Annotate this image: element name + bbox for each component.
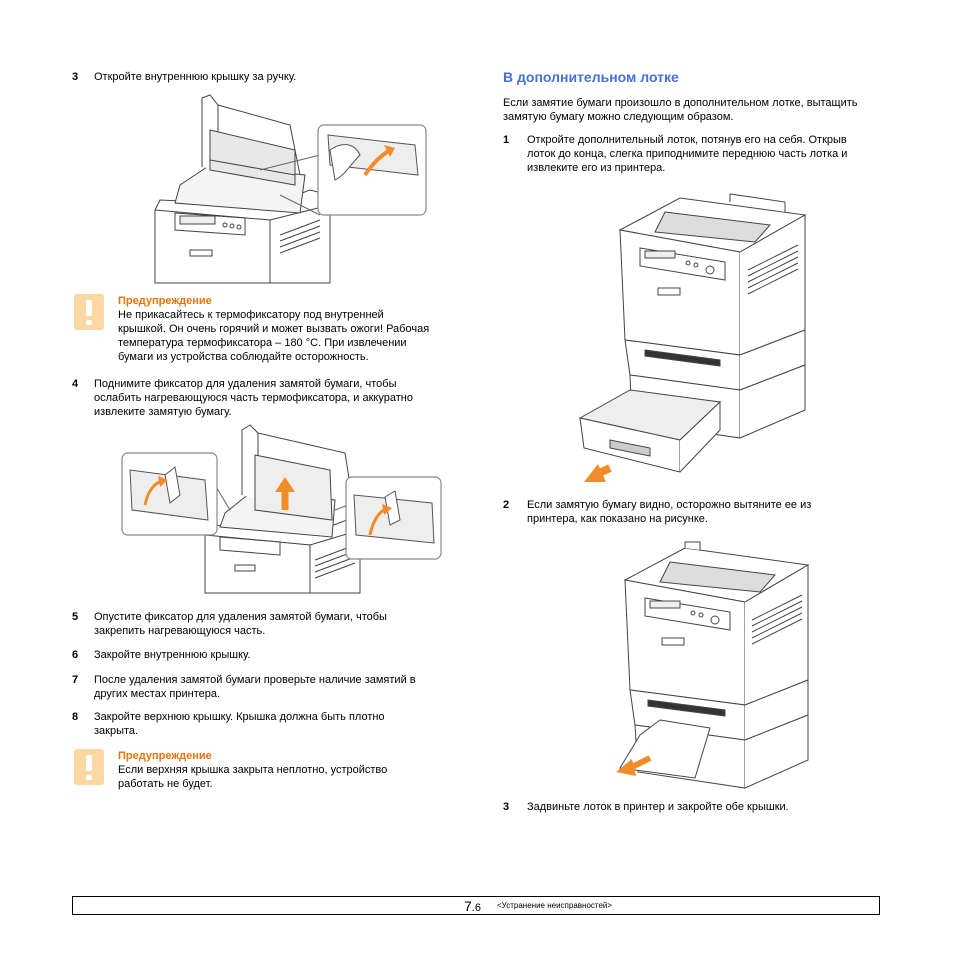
page-footer: 7.6 <Устранение неисправностей> xyxy=(72,896,880,915)
step-text: Закройте внутреннюю крышку. xyxy=(94,649,251,661)
step-text: Откройте дополнительный лоток, потянув е… xyxy=(527,133,847,175)
warning-line: бумаги из устройства соблюдайте осторожн… xyxy=(118,351,369,363)
intro-line: Если замятие бумаги произошло в дополнит… xyxy=(503,97,858,109)
step-line: ослабить нагревающуюся часть термофиксат… xyxy=(94,392,413,404)
warning-line: Если верхняя крышка закрыта неплотно, ус… xyxy=(118,764,388,776)
page-number-major: 7 xyxy=(464,898,472,914)
step-text: После удаления замятой бумаги проверьте … xyxy=(94,673,416,701)
section-heading: В дополнительном лотке xyxy=(503,69,679,85)
step-line: Если замятую бумагу видно, осторожно выт… xyxy=(527,499,812,511)
warning-line: температура термофиксатора – 180 °C. При… xyxy=(118,337,407,349)
step-number: 7 xyxy=(72,674,79,686)
step-number: 1 xyxy=(503,134,510,146)
step-number: 4 xyxy=(72,378,79,390)
step-number: 6 xyxy=(72,649,79,661)
warning-line: Не прикасайтесь к термофиксатору под вну… xyxy=(118,309,384,321)
step-text: Откройте внутреннюю крышку за ручку. xyxy=(94,71,297,83)
warning-icon xyxy=(74,749,104,785)
intro-paragraph: Если замятие бумаги произошло в дополнит… xyxy=(503,96,858,124)
warning-fuser-hot: Предупреждение Не прикасайтесь к термофи… xyxy=(74,294,474,366)
fuser-lever-illustration xyxy=(121,424,442,594)
step-number: 3 xyxy=(503,801,510,813)
warning-line: крышкой. Он очень горячий и может вызват… xyxy=(118,323,430,335)
section-name: <Устранение неисправностей> xyxy=(497,901,613,910)
step-text: Задвиньте лоток в принтер и закройте обе… xyxy=(527,801,789,813)
pull-jammed-paper-illustration xyxy=(616,541,810,789)
warning-cover-closed: Предупреждение Если верхняя крышка закры… xyxy=(74,749,474,793)
step-line: извлеките его из принтера. xyxy=(527,162,666,174)
step-line: Откройте дополнительный лоток, потянув е… xyxy=(527,134,847,146)
optional-tray-open-illustration xyxy=(578,193,807,482)
warning-title: Предупреждение xyxy=(118,750,212,762)
step-number: 2 xyxy=(503,499,510,511)
step-number: 8 xyxy=(72,711,79,723)
warning-title: Предупреждение xyxy=(118,295,212,307)
step-text: Опустите фиксатор для удаления замятой б… xyxy=(94,610,387,638)
page-number: 7.6 xyxy=(464,898,481,916)
step-line: Закройте верхнюю крышку. Крышка должна б… xyxy=(94,711,385,723)
step-line: других местах принтера. xyxy=(94,688,221,700)
step-line: закрыта. xyxy=(94,725,139,737)
step-line: Поднимите фиксатор для удаления замятой … xyxy=(94,378,397,390)
step-text: Если замятую бумагу видно, осторожно выт… xyxy=(527,498,811,526)
step-line: принтера, как показано на рисунке. xyxy=(527,513,708,525)
step-line: закрепить нагревающуюся часть. xyxy=(94,625,266,637)
step-text: Закройте верхнюю крышку. Крышка должна б… xyxy=(94,710,385,738)
step-line: Опустите фиксатор для удаления замятой б… xyxy=(94,611,387,623)
intro-line: замятую бумагу можно следующим образом. xyxy=(503,111,734,123)
step-line: лоток до конца, слегка приподнимите пере… xyxy=(527,148,848,160)
step-line: После удаления замятой бумаги проверьте … xyxy=(94,674,416,686)
step-number: 3 xyxy=(72,71,79,83)
warning-icon xyxy=(74,294,104,330)
step-number: 5 xyxy=(72,611,79,623)
warning-line: работать не будет. xyxy=(118,778,213,790)
step-text: Поднимите фиксатор для удаления замятой … xyxy=(94,377,413,419)
page-number-minor: .6 xyxy=(471,902,481,914)
printer-inner-cover-illustration xyxy=(154,94,427,284)
warning-body: Не прикасайтесь к термофиксатору под вну… xyxy=(118,308,429,364)
warning-body: Если верхняя крышка закрыта неплотно, ус… xyxy=(118,763,387,791)
step-line: извлеките замятую бумагу. xyxy=(94,406,232,418)
